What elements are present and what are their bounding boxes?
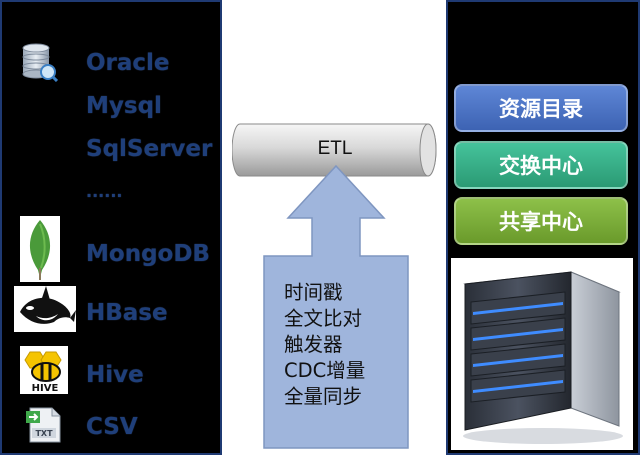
etl-label: ETL: [317, 138, 353, 159]
method-fulltext-compare: 全文比对: [284, 307, 363, 330]
source-mongodb: MongoDB: [86, 241, 210, 267]
hbase-orca-icon: [14, 286, 76, 332]
source-sqlserver: SqlServer: [86, 136, 213, 162]
resource-catalog-button[interactable]: 资源目录: [454, 84, 628, 132]
method-timestamp: 时间戳: [284, 281, 343, 304]
server-icon: [463, 271, 623, 444]
hive-bee-icon: HIVE: [20, 346, 68, 394]
source-ellipsis: ......: [86, 182, 123, 201]
source-hive: Hive: [86, 362, 144, 388]
share-center-button[interactable]: 共享中心: [454, 197, 628, 245]
up-arrow: [263, 164, 409, 449]
database-icon: [22, 43, 58, 82]
method-cdc-incremental: CDC增量: [284, 359, 366, 382]
svg-text:HIVE: HIVE: [32, 383, 59, 394]
exchange-center-button[interactable]: 交换中心: [454, 141, 628, 189]
mongodb-leaf-icon: [20, 216, 60, 282]
svg-text:TXT: TXT: [35, 429, 53, 438]
server-image-frame: [451, 258, 633, 450]
csv-txt-file-icon: TXT: [26, 407, 61, 443]
source-hbase: HBase: [86, 300, 168, 326]
etl-pipe: [232, 123, 437, 177]
source-oracle: Oracle: [86, 50, 170, 76]
sync-methods-list: 时间戳 全文比对 触发器 CDC增量 全量同步: [284, 280, 365, 410]
source-csv: CSV: [86, 414, 138, 440]
method-full-sync: 全量同步: [284, 385, 363, 408]
method-trigger: 触发器: [284, 333, 343, 356]
source-mysql: Mysql: [86, 93, 162, 119]
